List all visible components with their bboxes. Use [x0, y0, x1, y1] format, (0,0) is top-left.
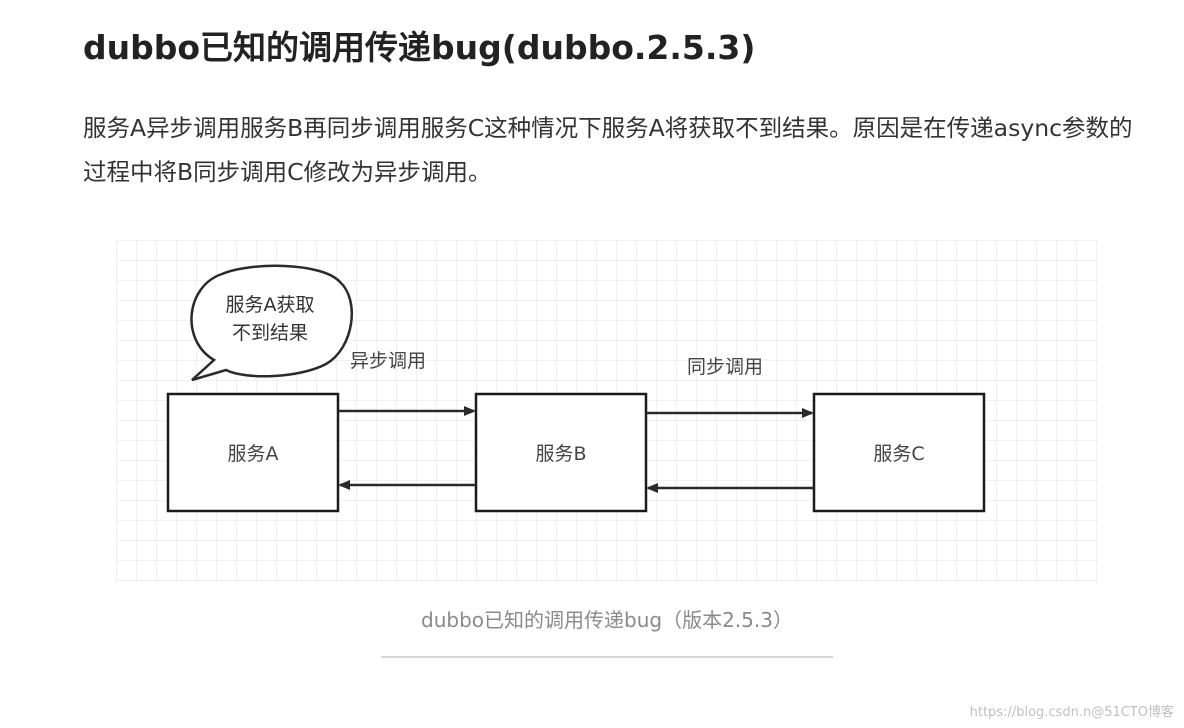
node-service-b	[474, 392, 648, 513]
node-service-a-label: 服务A	[228, 443, 279, 465]
bubble-text-line1: 服务A获取	[226, 294, 315, 316]
edge-label-sync: 同步调用	[687, 356, 763, 378]
speech-bubble	[190, 264, 353, 382]
caption-divider	[381, 656, 833, 658]
bubble-text-line2: 不到结果	[232, 322, 308, 344]
article-heading: dubbo已知的调用传递bug(dubbo.2.5.3)	[83, 28, 756, 67]
node-service-a	[166, 392, 340, 513]
node-service-c-label: 服务C	[873, 443, 924, 465]
article-paragraph: 服务A异步调用服务B再同步调用服务C这种情况下服务A将获取不到结果。原因是在传递…	[83, 114, 1133, 186]
grid-background	[116, 240, 1098, 582]
edge-label-async: 异步调用	[350, 350, 426, 372]
figure-caption: dubbo已知的调用传递bug（版本2.5.3）	[421, 608, 793, 632]
watermark: https://blog.csdn.n@51CTO博客	[969, 705, 1174, 720]
node-service-c	[812, 392, 986, 513]
node-service-b-label: 服务B	[535, 443, 586, 465]
